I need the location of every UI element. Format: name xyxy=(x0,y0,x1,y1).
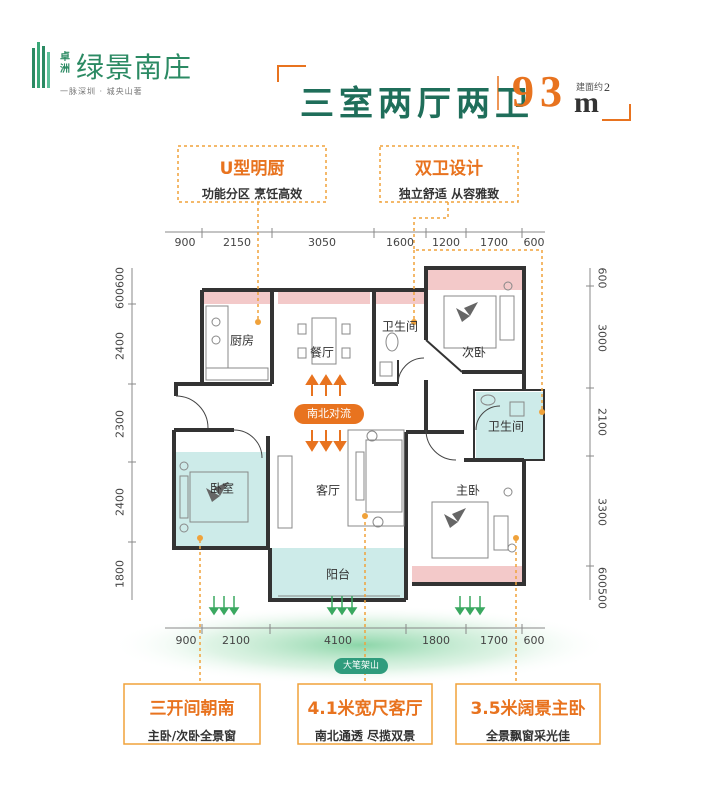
door-arcs xyxy=(175,357,501,461)
room-balcony: 阳台 xyxy=(325,567,351,582)
area-unit-label: 建面约 xyxy=(576,83,604,93)
box-frames xyxy=(123,683,601,745)
balcony-fill xyxy=(270,548,406,600)
feature-south-desc: 主卧/次卧全景窗 xyxy=(147,729,237,743)
dim-left: 2400 xyxy=(113,332,127,360)
dim-bottom: 900 xyxy=(175,634,197,647)
feature-kitchen-desc: 功能分区 烹饪高效 xyxy=(201,187,303,201)
layout-title: 三室两厅两卫 xyxy=(300,84,534,124)
guide-dots xyxy=(197,319,545,541)
room-kitchen: 厨房 xyxy=(229,333,255,348)
dim-top: 600 xyxy=(523,236,545,249)
toilet-icon xyxy=(385,332,399,352)
feature-master-desc: 全景飘窗采光佳 xyxy=(485,729,570,743)
dim-top: 1600 xyxy=(386,236,414,249)
logo-slogan: 一脉深圳 · 城央山著 xyxy=(60,87,143,96)
dim-right: 2100 xyxy=(595,408,609,436)
feature-living-title: 4.1米宽尺客厅 xyxy=(307,699,423,719)
feature-kitchen: U型明厨 功能分区 烹饪高效 xyxy=(178,146,326,202)
feature-living-desc: 南北通透 尽揽双景 xyxy=(314,729,416,743)
feature-master: 3.5米阔景主卧 全景飘窗采光佳 xyxy=(456,684,600,744)
dim-bottom: 2100 xyxy=(222,634,250,647)
dim-left: 1800 xyxy=(113,560,127,588)
feature-bath-desc: 独立舒适 从容雅致 xyxy=(398,187,500,201)
arrow-up-icon xyxy=(305,374,347,396)
arrow-down-icon xyxy=(305,430,347,452)
area-unit-sup: 2 xyxy=(604,80,610,94)
logo-small-text: 卓洲 xyxy=(60,52,70,75)
area-unit: m xyxy=(574,86,599,119)
furniture xyxy=(179,281,525,597)
dim-top: 900 xyxy=(174,236,196,249)
dim-bottom: 1700 xyxy=(480,634,508,647)
dim-top: 3050 xyxy=(308,236,336,249)
guide-lines xyxy=(177,145,543,684)
dim-right: 600500 xyxy=(595,567,609,609)
dim-bottom: 600 xyxy=(523,634,545,647)
room-bath2: 卫生间 xyxy=(487,419,525,434)
feature-living: 4.1米宽尺客厅 南北通透 尽揽双景 xyxy=(298,684,432,744)
south-glow xyxy=(110,605,610,685)
dim-left: 2300 xyxy=(113,410,127,438)
title-frame xyxy=(277,65,631,121)
mountain-label: 大笔架山 xyxy=(334,658,388,674)
bed-pattern xyxy=(206,302,478,528)
room-master: 主卧 xyxy=(455,483,481,498)
dim-left: 2400 xyxy=(113,488,127,516)
flow-arrows xyxy=(305,374,347,452)
dimension-lines xyxy=(128,228,594,634)
flow-label: 南北对流 xyxy=(294,404,364,424)
room-living: 客厅 xyxy=(315,483,341,498)
bed-icon xyxy=(443,295,497,349)
room-bedroom3: 卧室 xyxy=(209,481,235,496)
dim-bottom: 1800 xyxy=(422,634,450,647)
feature-master-title: 3.5米阔景主卧 xyxy=(470,699,586,719)
feature-bath-title: 双卫设计 xyxy=(415,159,483,179)
sink-icon xyxy=(379,361,393,377)
feature-bath: 双卫设计 独立舒适 从容雅致 xyxy=(380,146,518,202)
dim-top: 1200 xyxy=(432,236,460,249)
room-bath1: 卫生间 xyxy=(381,319,419,334)
dim-right: 3300 xyxy=(595,498,609,526)
feature-south: 三开间朝南 主卧/次卧全景窗 xyxy=(124,684,260,744)
logo-name: 绿景南庄 xyxy=(76,51,193,84)
dim-right: 3000 xyxy=(595,324,609,352)
dim-top: 1700 xyxy=(480,236,508,249)
dim-left: 600600 xyxy=(113,267,127,309)
area-value: 93 xyxy=(512,67,568,116)
stove-icon xyxy=(205,305,229,369)
sun-arrow-icon xyxy=(208,596,486,616)
room-bedroom2: 次卧 xyxy=(461,345,487,360)
walls xyxy=(172,266,526,602)
room-dining: 餐厅 xyxy=(309,345,335,360)
dim-right: 600 xyxy=(595,267,609,289)
logo-mark-icon xyxy=(32,42,50,88)
window-strips xyxy=(202,268,522,584)
dim-bottom: 4100 xyxy=(324,634,352,647)
feature-kitchen-title: U型明厨 xyxy=(219,159,285,179)
table-icon xyxy=(311,317,337,365)
feature-south-title: 三开间朝南 xyxy=(149,699,235,719)
dim-top: 2150 xyxy=(223,236,251,249)
sofa-icon xyxy=(365,439,403,513)
